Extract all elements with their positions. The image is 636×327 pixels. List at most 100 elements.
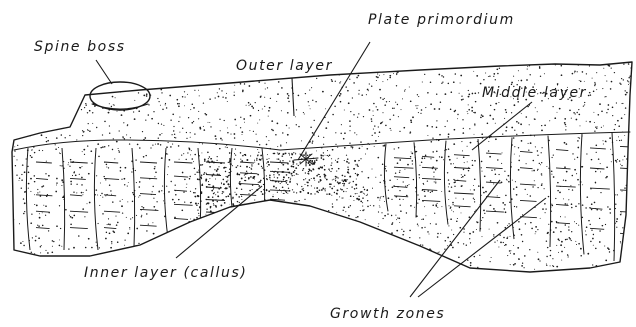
stipple-dot <box>154 176 155 177</box>
stipple-dot <box>193 261 194 262</box>
stipple-dot <box>238 222 240 224</box>
stipple-dot <box>37 189 38 190</box>
stipple-dot <box>582 166 584 168</box>
stipple-dot <box>167 67 168 68</box>
stipple-dot <box>497 159 498 160</box>
stipple-dot <box>273 257 274 258</box>
stipple-dot <box>561 74 563 76</box>
stipple-dot <box>429 234 430 235</box>
stipple-dot <box>200 128 202 130</box>
stipple-dot <box>123 122 124 123</box>
stipple-dot <box>445 93 447 95</box>
stipple-dot <box>339 182 341 184</box>
stipple-dot <box>107 259 109 261</box>
stipple-dot <box>343 223 344 224</box>
stipple-dot <box>525 189 526 190</box>
stipple-dot <box>226 181 228 183</box>
stipple-dot <box>394 108 395 109</box>
stipple-dot <box>24 191 26 193</box>
stipple-dot <box>69 64 70 65</box>
stipple-dot <box>560 244 562 246</box>
stipple-dot <box>120 87 122 89</box>
stipple-dot <box>273 194 274 195</box>
stipple-dot <box>111 194 112 195</box>
stipple-dot <box>572 153 573 154</box>
stipple-dot <box>624 156 625 157</box>
stipple-dot <box>72 81 73 82</box>
stipple-dot <box>260 244 261 245</box>
stipple-dot <box>302 170 303 171</box>
stipple-dot <box>439 134 441 136</box>
stipple-dot <box>361 234 362 235</box>
stipple-dot <box>620 164 621 165</box>
stipple-dot <box>379 89 381 91</box>
growth-segment-boundary <box>612 132 615 261</box>
stipple-dot <box>297 174 298 175</box>
stipple-dot <box>338 158 339 159</box>
stipple-dot <box>366 189 368 191</box>
leader-outer-layer <box>292 78 294 116</box>
stipple-dot <box>357 224 358 225</box>
stipple-dot <box>258 110 259 111</box>
stipple-dot <box>503 242 504 243</box>
stipple-dot <box>240 159 241 160</box>
stipple-dot <box>165 104 166 105</box>
stipple-dot <box>215 219 217 221</box>
stipple-dot <box>266 271 267 272</box>
stipple-dot <box>576 112 577 113</box>
stipple-dot <box>630 264 631 265</box>
stipple-dot <box>263 184 264 185</box>
stipple-dot <box>591 203 593 205</box>
stipple-dot <box>609 137 611 139</box>
stipple-dot <box>60 118 62 120</box>
stipple-dot <box>92 123 93 124</box>
stipple-dot <box>148 63 149 64</box>
stipple-dot <box>135 170 136 171</box>
stipple-dot <box>250 205 252 207</box>
stipple-dot <box>303 179 304 180</box>
stipple-dot <box>203 174 205 176</box>
stipple-dot <box>307 155 308 156</box>
stipple-dot <box>255 151 257 153</box>
stipple-dot <box>307 192 309 194</box>
stipple-dot <box>621 212 622 213</box>
stipple-dot <box>53 73 54 74</box>
stipple-dot <box>214 169 215 170</box>
stipple-dot <box>294 175 295 176</box>
stipple-dot <box>616 218 618 220</box>
stipple-dot <box>381 196 382 197</box>
stipple-dot <box>339 148 341 150</box>
stipple-dot <box>80 87 82 89</box>
stipple-dot <box>268 164 270 166</box>
segment-striation <box>140 162 157 163</box>
stipple-dot <box>135 261 136 262</box>
stipple-dot <box>314 266 316 268</box>
stipple-dot <box>345 86 346 87</box>
stipple-dot <box>152 191 153 192</box>
stipple-dot <box>236 253 238 255</box>
stipple-dot <box>516 186 518 188</box>
stipple-dot <box>286 273 287 274</box>
stipple-dot <box>24 88 25 89</box>
stipple-dot <box>178 105 180 107</box>
stipple-dot <box>633 122 634 123</box>
stipple-dot <box>537 229 538 230</box>
stipple-dot <box>55 144 56 145</box>
stipple-dot <box>540 164 541 165</box>
stipple-dot <box>509 202 510 203</box>
stipple-dot <box>286 247 287 248</box>
stipple-dot <box>285 209 287 211</box>
stipple-dot <box>340 262 342 264</box>
stipple-dot <box>349 176 351 178</box>
stipple-dot <box>526 163 527 164</box>
stipple-dot <box>351 60 352 61</box>
stipple-dot <box>301 186 302 187</box>
stipple-dot <box>399 159 401 161</box>
stipple-dot <box>303 238 304 239</box>
stipple-dot <box>201 178 202 179</box>
stipple-dot <box>139 186 141 188</box>
stipple-dot <box>295 220 297 222</box>
stipple-dot <box>182 230 184 232</box>
stipple-dot <box>120 167 122 169</box>
stipple-dot <box>84 77 86 79</box>
